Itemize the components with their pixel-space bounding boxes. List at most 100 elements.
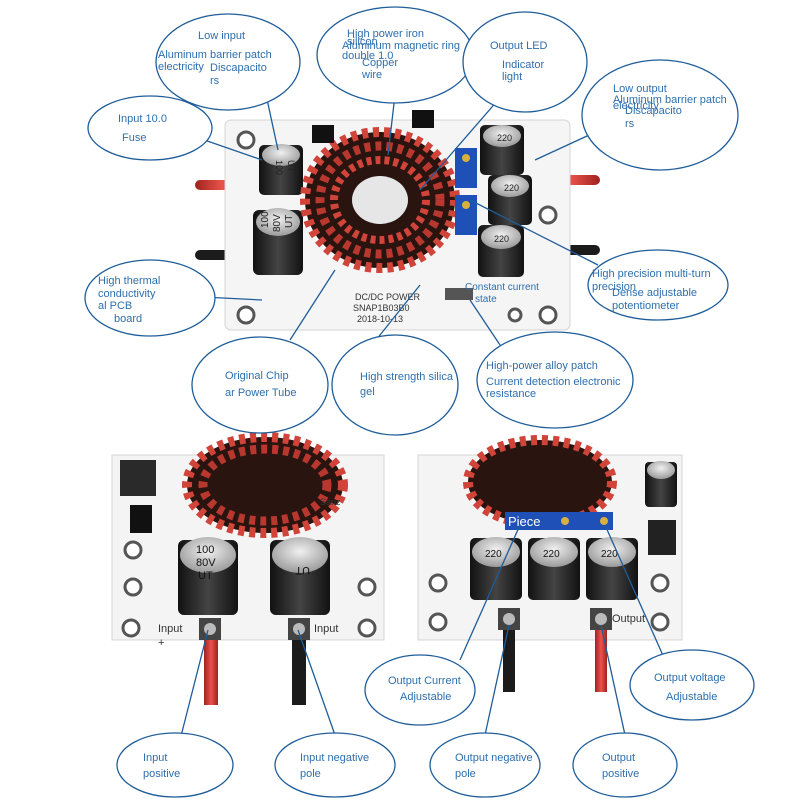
pointer-line <box>604 524 666 661</box>
mount-hole <box>123 540 143 560</box>
mount-hole <box>236 130 256 150</box>
potentiometer <box>455 195 477 235</box>
mount-hole <box>428 573 448 593</box>
callout-bubbles <box>84 6 755 798</box>
terminal-screw <box>204 623 216 635</box>
chip <box>412 110 434 128</box>
pointer-line <box>289 269 336 341</box>
callout-alloy-patch-text: High-power alloy patch Current detection… <box>486 360 621 401</box>
pointer-line <box>469 199 599 266</box>
callout-low-output-cap-text: Low output Aluminum barrier patch electr… <box>613 83 727 130</box>
svg-text:100: 100 <box>274 160 284 175</box>
callout-silica-gel-text: High strength silica gel <box>360 371 453 398</box>
svg-text:220: 220 <box>485 549 502 560</box>
callout-low-input-cap <box>155 13 301 111</box>
callout-input-negative-text: Input negative pole <box>300 752 370 780</box>
input-capacitor: UT <box>270 537 330 615</box>
callout-iron-ring-text: High power iron silicon Aluminum magneti… <box>342 28 460 82</box>
callout-output-positive <box>572 732 678 798</box>
callout-output-positive-text: Output positive <box>602 752 640 780</box>
svg-text:2018-10-13: 2018-10-13 <box>357 314 403 324</box>
callout-output-current-text: Output Current Adjustable <box>388 675 461 703</box>
output-capacitor <box>480 125 524 175</box>
callout-chip-text: Original Chip ar Power Tube <box>225 370 297 399</box>
pot-screw <box>600 517 608 525</box>
callout-input-fuse-text: Input 10.0 Fuse <box>118 113 167 144</box>
callout-input-positive <box>116 732 234 798</box>
output-capacitor <box>528 537 580 600</box>
output-capacitor <box>586 537 638 600</box>
chip <box>130 505 152 533</box>
callout-input-negative <box>274 732 396 798</box>
terminal-screw <box>503 613 515 625</box>
svg-text:220: 220 <box>494 234 509 244</box>
mount-hole <box>650 612 670 632</box>
toroid-inductor <box>300 127 460 273</box>
callout-output-current <box>364 654 476 726</box>
output-capacitor <box>478 225 524 277</box>
potentiometer <box>505 512 613 530</box>
chip <box>312 125 334 143</box>
callout-output-negative-text: Output negative pole <box>455 752 533 780</box>
input-wire-red <box>204 640 218 705</box>
svg-text:Piece: Piece <box>508 514 541 529</box>
mount-hole <box>236 305 256 325</box>
pointer-line <box>179 629 209 741</box>
callout-output-voltage-text: Output voltage Adjustable <box>654 672 726 703</box>
mount-hole <box>650 573 670 593</box>
pointer-line <box>469 299 501 346</box>
pot-screw <box>561 517 569 525</box>
mount-hole <box>357 577 377 597</box>
callout-silica-gel <box>331 334 459 436</box>
inductor-small <box>120 460 156 496</box>
svg-text:UT: UT <box>284 215 295 228</box>
svg-text:Sanz: Sanz <box>320 497 341 507</box>
svg-text:220: 220 <box>504 183 519 193</box>
callout-pcb-text: High thermal conductivity al PCB board <box>98 275 161 325</box>
toroid-inductor <box>182 432 348 538</box>
callout-input-positive-text: Input positive <box>143 752 181 780</box>
input-capacitor: 100 80V UT <box>178 537 238 615</box>
svg-text:100: 100 <box>260 211 271 228</box>
terminal-screw <box>293 623 305 635</box>
callout-low-input-cap-text: Low input Aluminum barrier patch electri… <box>158 30 272 87</box>
mount-hole <box>538 205 558 225</box>
toroid-inductor <box>463 435 617 529</box>
output-capacitor <box>470 537 522 600</box>
constant-current-text: Constant current state <box>465 282 539 305</box>
mosfet <box>648 520 676 555</box>
pointer-line <box>484 624 510 736</box>
svg-text:Output: Output <box>612 613 645 625</box>
svg-text:UT: UT <box>198 570 213 582</box>
output-wire-red <box>595 630 607 692</box>
alloy-resistor <box>445 288 473 300</box>
pointer-line <box>600 624 626 736</box>
pointer-line <box>371 284 421 346</box>
svg-text:220: 220 <box>497 133 512 143</box>
mount-hole <box>121 618 141 638</box>
mount-hole <box>357 618 377 638</box>
svg-text:220: 220 <box>601 549 618 560</box>
pot-screw <box>462 201 470 209</box>
bottom-left-board: 100 80V UT UT Sanz Input Input + <box>111 432 385 705</box>
callout-alloy-patch <box>476 331 634 429</box>
svg-text:SNAP1B03B0: SNAP1B03B0 <box>353 303 410 313</box>
svg-text:Input: Input <box>158 623 182 635</box>
bottom-right-board: Piece 220 220 220 Output <box>417 435 683 692</box>
top-board: 100 80V UT 100 UT <box>195 110 600 331</box>
pointer-line <box>419 91 506 191</box>
potentiometer <box>455 148 477 188</box>
callout-low-output-cap <box>581 59 739 171</box>
callout-input-fuse <box>87 95 213 161</box>
svg-text:DC/DC POWER: DC/DC POWER <box>355 292 421 302</box>
callout-potentiometer-text: High precision multi-turn precision Dens… <box>592 268 711 312</box>
svg-text:Input: Input <box>314 623 338 635</box>
output-wire-black <box>503 630 515 692</box>
callout-potentiometer <box>587 249 729 321</box>
output-capacitor-small <box>645 461 677 507</box>
pointer-line <box>459 524 521 661</box>
pot-screw <box>462 154 470 162</box>
svg-text:80V: 80V <box>272 214 283 232</box>
svg-text:UT: UT <box>295 564 310 576</box>
